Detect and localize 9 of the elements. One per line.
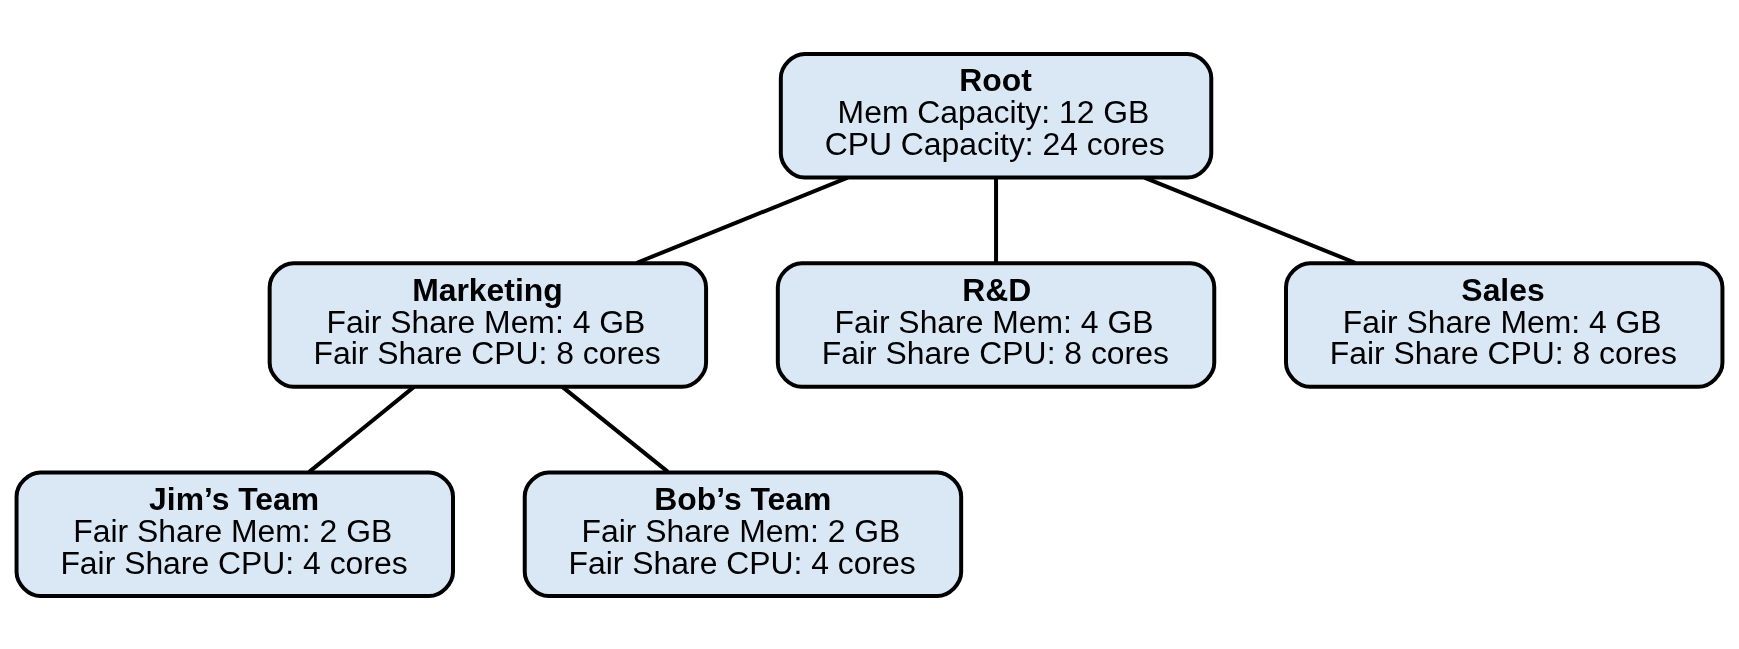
node-box: Marketing Fair Share Mem: 4 GB Fair Share CPU: 8 cores bbox=[267, 260, 709, 389]
node-box: Sales Fair Share Mem: 4 GB Fair Share CPU: 8 cores bbox=[1284, 260, 1725, 389]
connector bbox=[994, 177, 999, 263]
node-box: Jim’s Team Fair Share Mem: 2 GB Fair Share CPU: 4 cores bbox=[14, 469, 455, 598]
node-box: R&D Fair Share Mem: 4 GB Fair Share CPU: 8 cores bbox=[775, 260, 1217, 389]
connector bbox=[635, 175, 849, 265]
node-box: Bob’s Team Fair Share Mem: 2 GB Fair Share CPU: 4 cores bbox=[522, 469, 964, 598]
connector bbox=[1143, 175, 1357, 265]
node-box: Root Mem Capacity: 12 GB CPU Capacity: 24 cores bbox=[778, 51, 1214, 180]
